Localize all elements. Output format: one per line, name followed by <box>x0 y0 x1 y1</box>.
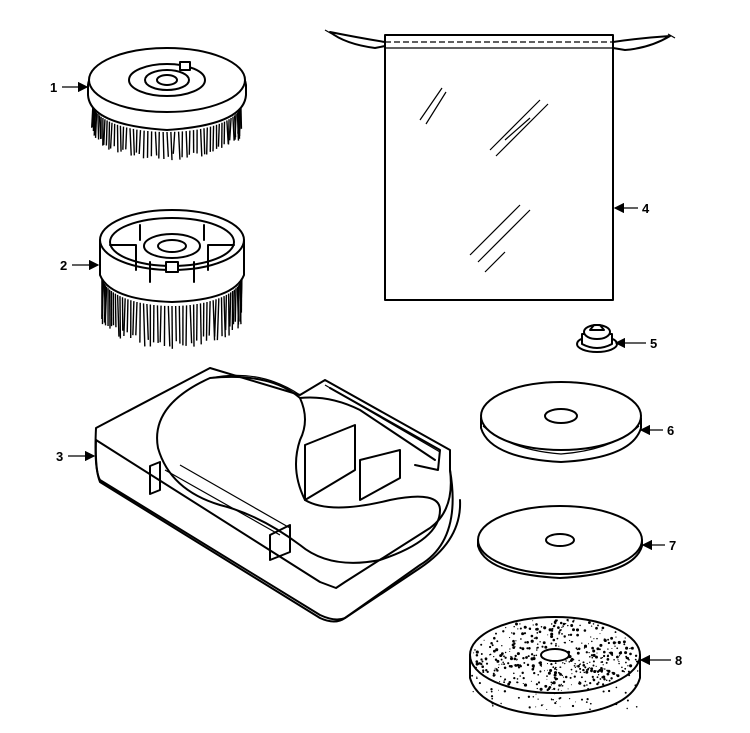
part-7-pad <box>478 506 642 578</box>
callout-5: 5 <box>616 336 657 351</box>
svg-text:2: 2 <box>60 258 67 273</box>
callout-6: 6 <box>641 423 674 438</box>
callout-1: 1 <box>50 80 87 95</box>
svg-text:5: 5 <box>650 336 657 351</box>
part-4-drawstring-bag <box>325 30 675 300</box>
svg-text:3: 3 <box>56 449 63 464</box>
svg-text:6: 6 <box>667 423 674 438</box>
part-6-pad-disc <box>481 382 641 462</box>
svg-text:8: 8 <box>675 653 682 668</box>
callout-8: 8 <box>641 653 682 668</box>
svg-text:7: 7 <box>669 538 676 553</box>
part-1-scrub-brush <box>88 48 246 160</box>
svg-text:4: 4 <box>642 201 650 216</box>
part-2-scrub-brush <box>100 210 244 349</box>
callout-7: 7 <box>643 538 676 553</box>
part-8-abrasive-pad <box>470 617 640 716</box>
callout-3: 3 <box>56 449 94 464</box>
callout-2: 2 <box>60 258 98 273</box>
part-5-drive-hub <box>577 325 617 352</box>
part-3-storage-tray <box>96 368 461 622</box>
callout-4: 4 <box>615 201 650 216</box>
svg-text:1: 1 <box>50 80 57 95</box>
